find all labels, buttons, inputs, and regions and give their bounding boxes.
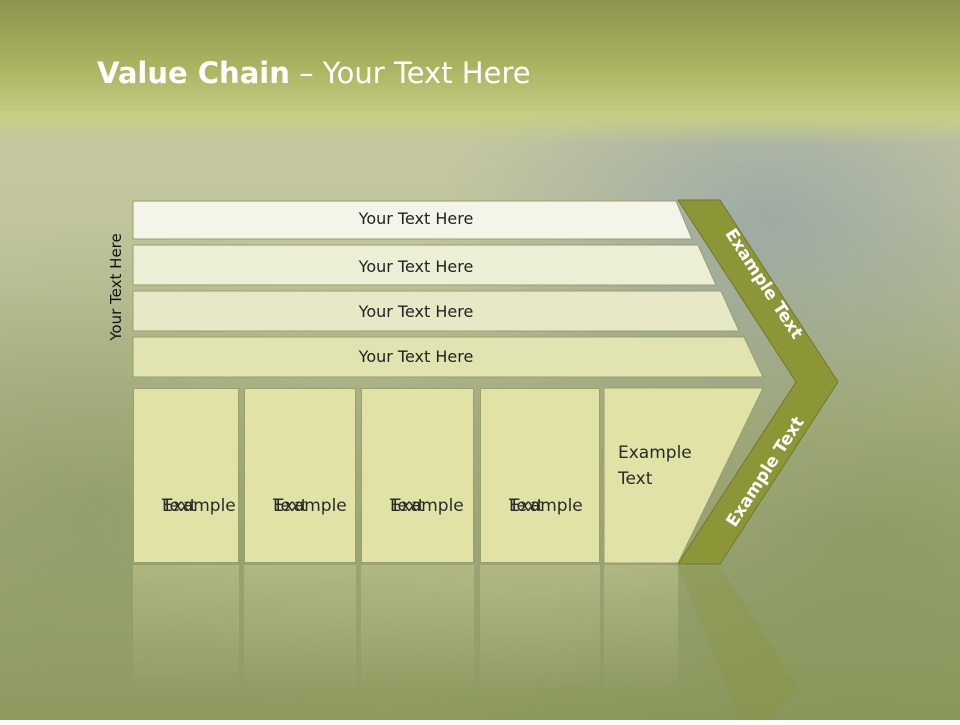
row-bar-2 — [132, 244, 717, 286]
row-bar-1 — [132, 200, 693, 240]
cell-3-reflection — [361, 565, 474, 725]
row-label-1: Your Text Here — [358, 209, 474, 228]
cell-2-line1: Example — [273, 496, 347, 516]
cell-5-line2: Text — [618, 469, 653, 489]
row-bar-4 — [132, 336, 764, 378]
title-bold: Value Chain — [97, 56, 290, 90]
cell-4-reflection — [480, 565, 600, 725]
cell-4-line1: Example — [509, 496, 583, 516]
title-rest: – Your Text Here — [289, 56, 531, 90]
cell-1-line1: Example — [162, 496, 236, 516]
cell-1-line2: Text — [162, 496, 197, 516]
row-bar-3 — [132, 290, 740, 332]
chevron-reflection — [678, 566, 800, 720]
header-band — [0, 0, 960, 145]
cell-5-shape — [603, 387, 764, 564]
row-label-4: Your Text Here — [358, 347, 474, 366]
row-label-3: Your Text Here — [358, 302, 474, 321]
cell-2-reflection — [244, 565, 356, 725]
cell-5-line1: Example — [618, 443, 692, 463]
chevron-arrow — [677, 199, 839, 565]
cell-3-line1: Example — [390, 496, 464, 516]
cell-4-line2: Text — [509, 496, 544, 516]
cell-2-line2: Text — [273, 496, 308, 516]
slide-title: Value Chain – Your Text Here — [97, 56, 531, 90]
cell-1-reflection — [133, 565, 239, 725]
cell-5-reflection — [604, 565, 678, 725]
row-label-2: Your Text Here — [358, 257, 474, 276]
cell-3-line2: Text — [390, 496, 425, 516]
